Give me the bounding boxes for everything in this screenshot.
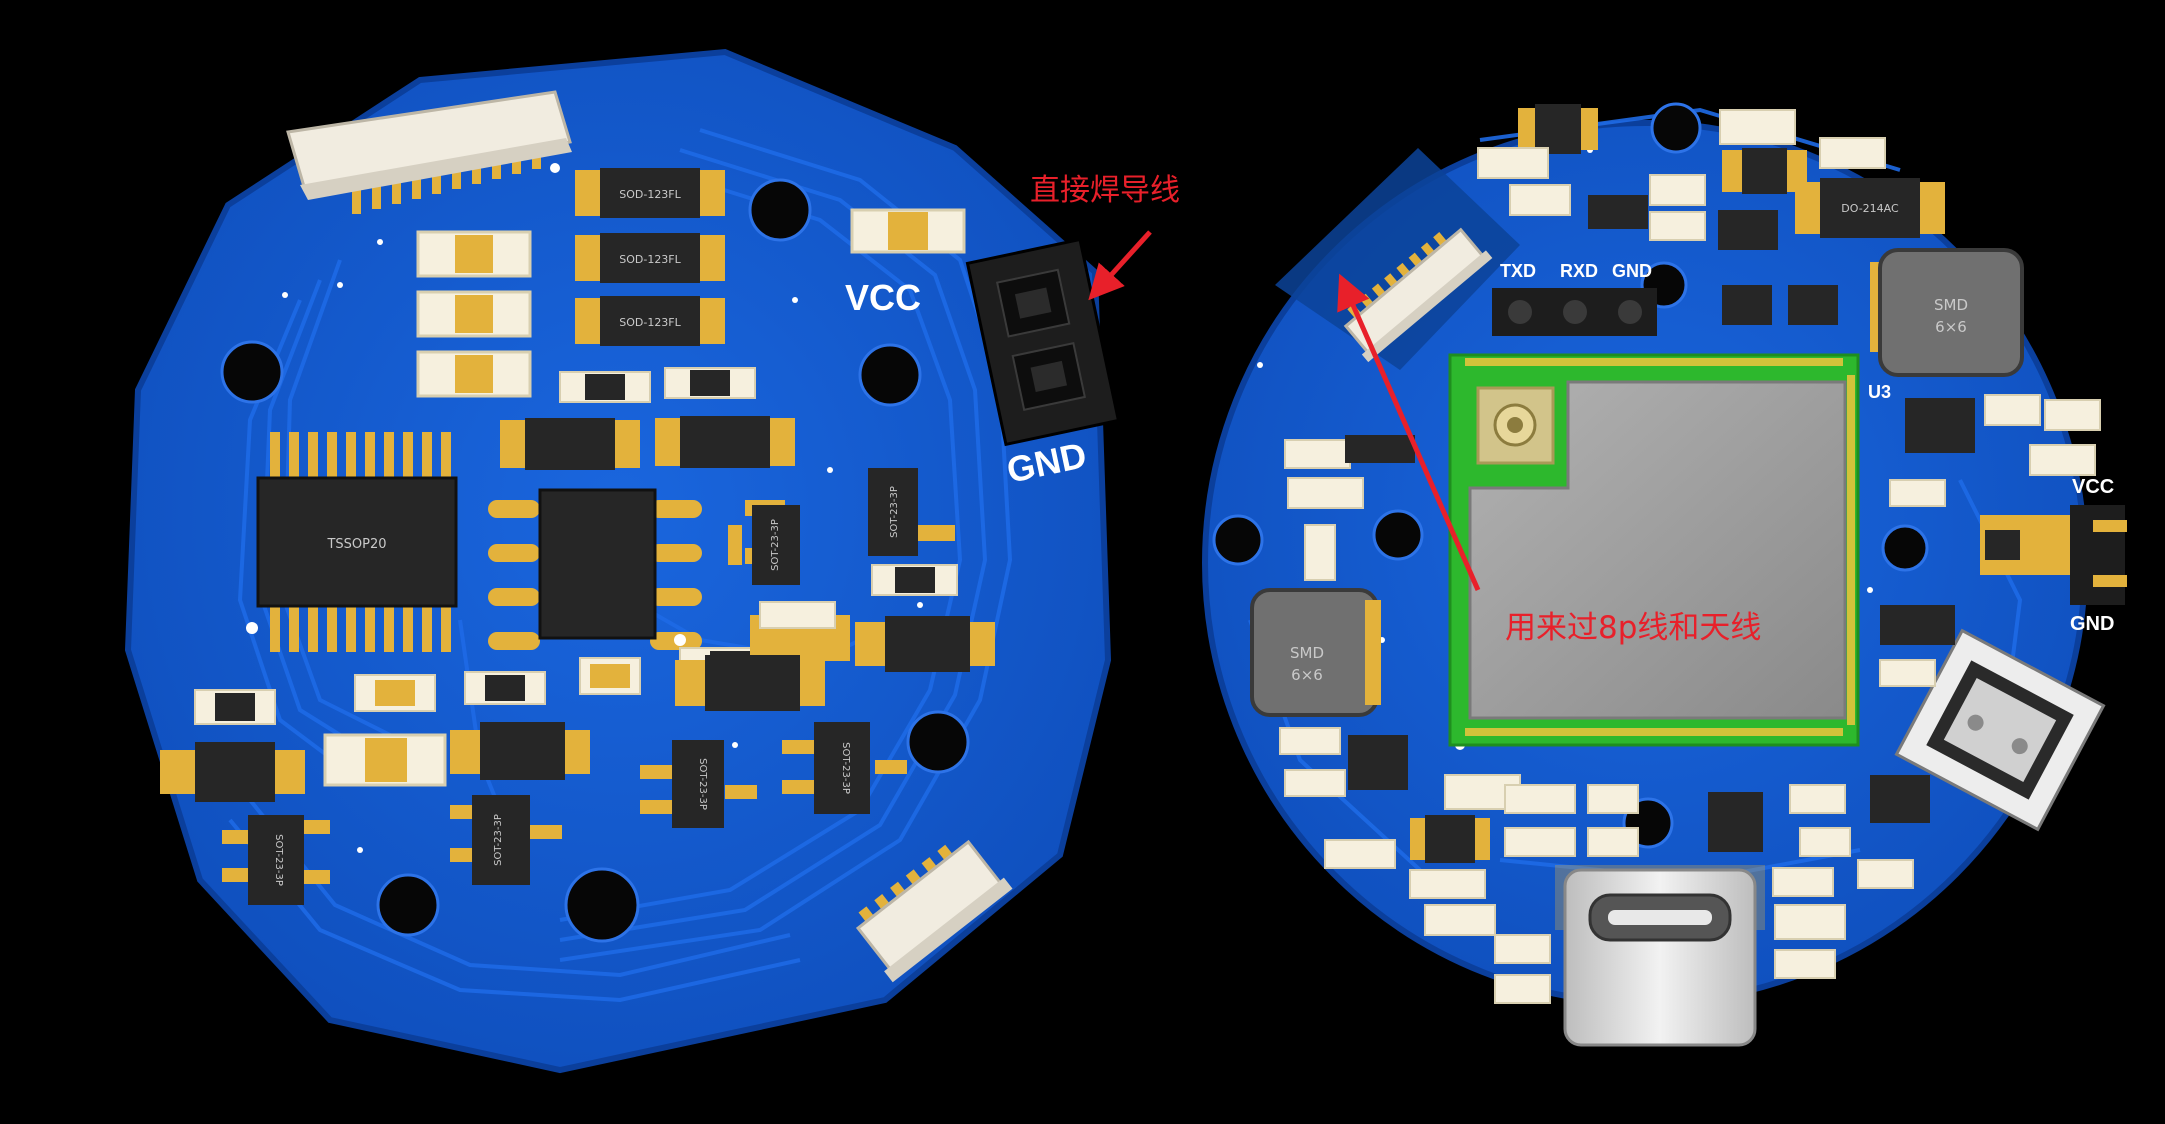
- left-mounting-holes: [220, 178, 970, 943]
- right-mounting-holes: [1212, 102, 1929, 849]
- diode-1-label: SOD-123FL: [619, 188, 681, 201]
- tssop20-chip: TSSOP20: [256, 432, 458, 652]
- sot23-4: SOT-23-3P: [782, 722, 907, 814]
- module-castellated-pads: [1465, 358, 1855, 736]
- left-annotation-text: 直接焊导线: [1030, 173, 1180, 208]
- inductor-left-line2: 6×6: [1291, 666, 1323, 684]
- vcc-capacitor: [850, 208, 966, 254]
- inductor-left-line1: SMD: [1290, 644, 1324, 662]
- wifi-module: [1448, 353, 1860, 747]
- left-annotation-arrow: [1088, 230, 1152, 301]
- right-annotation-arrow: [1337, 273, 1481, 592]
- sot23-2: SOT-23-3P: [728, 505, 800, 585]
- module-shield: [1468, 380, 1847, 720]
- left-fpc-connector-bottom: [855, 839, 1013, 983]
- left-vcc-label: VCC: [845, 277, 921, 318]
- diode-1: SOD-123FL: [575, 168, 725, 218]
- sot23-5-label: SOT-23-3P: [273, 834, 284, 886]
- sot23-4-label: SOT-23-3P: [840, 742, 851, 794]
- right-pcb: TXD RXD GND SMD 6×6 SMD 6×6: [1202, 102, 2127, 1047]
- uart-txd-label: TXD: [1500, 261, 1536, 281]
- right-vcc-label: VCC: [2072, 476, 2114, 498]
- sot23-transistors: SOT-23-3P SOT-23-3P SOT-23-3P SOT-23-3P: [222, 468, 955, 905]
- uart-gnd-label: GND: [1612, 261, 1652, 281]
- center-soic-chip: [488, 488, 702, 650]
- tssop20-pins-top: [270, 432, 451, 478]
- right-annotation-text: 用来过8p线和天线: [1505, 610, 1761, 646]
- u3-label: U3: [1868, 382, 1891, 402]
- sot23-6: SOT-23-3P: [450, 795, 562, 885]
- diode-3: SOD-123FL: [575, 296, 725, 346]
- uart-rxd-label: RXD: [1560, 261, 1598, 281]
- diode-3-label: SOD-123FL: [619, 316, 681, 329]
- left-power-header: [965, 237, 1121, 447]
- right-antenna-keepout: [1275, 148, 1520, 370]
- usb-c-connector: [1555, 865, 1765, 1047]
- inductor-top-right: SMD 6×6: [1870, 248, 2024, 377]
- do214ac-label: DO-214AC: [1841, 202, 1899, 215]
- tssop20-label: TSSOP20: [326, 537, 386, 552]
- diode-2-label: SOD-123FL: [619, 253, 681, 266]
- left-fpc-connector-top: [286, 90, 572, 214]
- left-small-components: [160, 367, 995, 802]
- sot23-5: SOT-23-3P: [222, 815, 330, 905]
- inductor-top-line2: 6×6: [1935, 318, 1967, 336]
- inductor-left: SMD 6×6: [1250, 588, 1381, 717]
- tssop20-pins-bottom: [270, 600, 451, 652]
- uart-header: [1492, 288, 1657, 336]
- jst-connector: [1894, 628, 2106, 832]
- do214ac-diode: DO-214AC: [1795, 178, 1945, 238]
- left-large-capacitors: [416, 230, 532, 398]
- sod123fl-diodes: SOD-123FL SOD-123FL SOD-123FL: [575, 168, 725, 346]
- sot23-6-label: SOT-23-3P: [493, 814, 504, 866]
- inductor-top-line1: SMD: [1934, 296, 1968, 314]
- right-power-header: [2070, 505, 2127, 605]
- sot23-3: SOT-23-3P: [640, 740, 757, 828]
- left-pcb: TSSOP20 SOD-123FL SOD-123FL: [124, 48, 1180, 1074]
- right-small-components: [1279, 104, 2101, 1004]
- diode-2: SOD-123FL: [575, 233, 725, 283]
- sot23-2-label: SOT-23-3P: [770, 519, 781, 571]
- sot23-3-label: SOT-23-3P: [697, 758, 708, 810]
- right-gnd-label: GND: [2070, 613, 2114, 635]
- sot23-1-label: SOT-23-3P: [889, 486, 900, 538]
